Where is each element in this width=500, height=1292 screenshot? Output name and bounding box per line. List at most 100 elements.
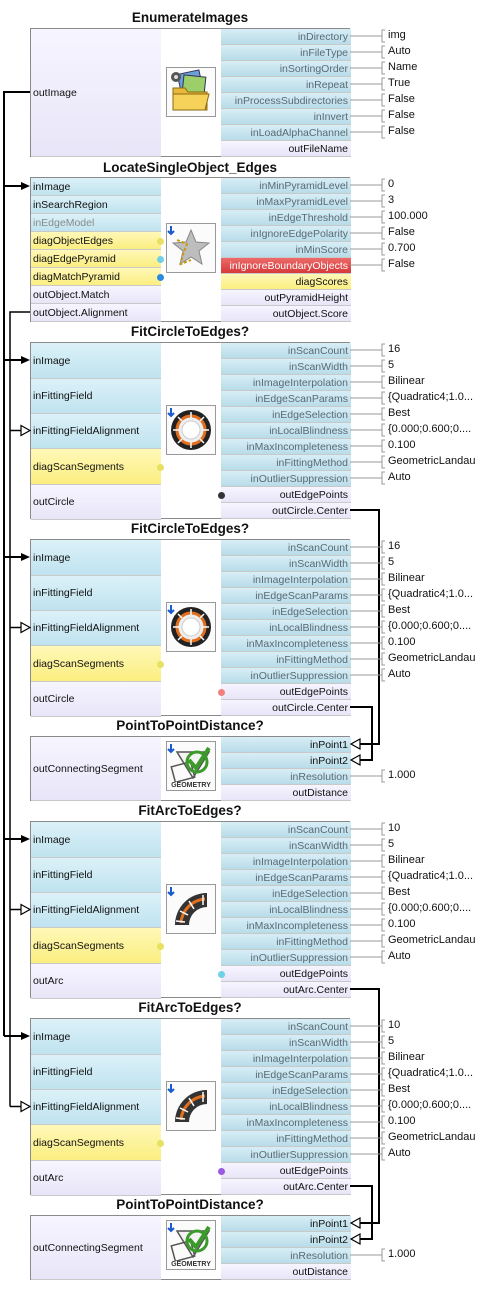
input-port-insearchregion[interactable]: inSearchRegion xyxy=(31,196,161,214)
input-port-inedgethreshold[interactable]: inEdgeThreshold xyxy=(221,210,351,226)
param-value[interactable]: 16 xyxy=(388,540,401,552)
param-value[interactable]: Auto xyxy=(388,950,411,962)
param-value[interactable]: 3 xyxy=(388,194,395,206)
param-value[interactable]: 5 xyxy=(388,359,395,371)
input-port-inminpyramidlevel[interactable]: inMinPyramidLevel xyxy=(221,178,351,194)
output-port-outdistance[interactable]: outDistance xyxy=(221,1264,351,1280)
input-port-infittingfield[interactable]: inFittingField xyxy=(31,858,161,893)
input-port-inimageinterpolation[interactable]: inImageInterpolation xyxy=(221,375,351,391)
param-value[interactable]: Bilinear xyxy=(388,572,425,584)
input-port-inignoreboundaryobjects[interactable]: inIgnoreBoundaryObjects xyxy=(221,258,351,274)
input-port-inimage[interactable]: inImage xyxy=(31,540,161,576)
input-port-inscanwidth[interactable]: inScanWidth xyxy=(221,359,351,375)
input-port-inimageinterpolation[interactable]: inImageInterpolation xyxy=(221,572,351,588)
param-value[interactable]: Auto xyxy=(388,1147,411,1159)
param-value[interactable]: 1.000 xyxy=(388,1248,416,1260)
input-port-diagedgepyramid[interactable]: diagEdgePyramid xyxy=(31,250,161,268)
param-value[interactable]: Bilinear xyxy=(388,375,425,387)
input-port-inmaxincompleteness[interactable]: inMaxIncompleteness xyxy=(221,1115,351,1131)
input-port-inoutliersuppression[interactable]: inOutlierSuppression xyxy=(221,950,351,966)
input-port-inimage[interactable]: inImage xyxy=(31,178,161,196)
param-value[interactable]: Best xyxy=(388,1083,411,1095)
param-value[interactable]: False xyxy=(388,109,415,121)
input-port-inscancount[interactable]: inScanCount xyxy=(221,822,351,838)
param-value[interactable]: 100.000 xyxy=(388,210,428,222)
output-port-outedgepoints[interactable]: outEdgePoints xyxy=(221,487,351,503)
input-port-inscanwidth[interactable]: inScanWidth xyxy=(221,556,351,572)
output-port-diagscores[interactable]: diagScores xyxy=(221,274,351,290)
param-value[interactable]: Auto xyxy=(388,45,411,57)
param-value[interactable]: False xyxy=(388,226,415,238)
output-port-outconnectingsegment[interactable]: outConnectingSegment xyxy=(31,1216,161,1280)
input-port-diagscansegments[interactable]: diagScanSegments xyxy=(31,646,161,682)
input-port-inoutliersuppression[interactable]: inOutlierSuppression xyxy=(221,1147,351,1163)
param-value[interactable]: 0 xyxy=(388,178,395,190)
param-value[interactable]: 0.700 xyxy=(388,242,416,254)
input-port-inedgeselection[interactable]: inEdgeSelection xyxy=(221,604,351,620)
input-port-inrepeat[interactable]: inRepeat xyxy=(221,77,351,93)
input-port-inpoint1[interactable]: inPoint1 xyxy=(221,1216,351,1232)
param-value[interactable]: 5 xyxy=(388,1035,395,1047)
input-port-inresolution[interactable]: inResolution xyxy=(221,1248,351,1264)
input-port-infiletype[interactable]: inFileType xyxy=(221,45,351,61)
param-value[interactable]: 5 xyxy=(388,556,395,568)
input-port-inlocalblindness[interactable]: inLocalBlindness xyxy=(221,620,351,636)
param-value[interactable]: 16 xyxy=(388,343,401,355)
input-port-inoutliersuppression[interactable]: inOutlierSuppression xyxy=(221,668,351,684)
input-port-inoutliersuppression[interactable]: inOutlierSuppression xyxy=(221,471,351,487)
param-value[interactable]: 0.100 xyxy=(388,918,416,930)
param-value[interactable]: GeometricLandau xyxy=(388,652,476,664)
input-port-inscancount[interactable]: inScanCount xyxy=(221,540,351,556)
param-value[interactable]: Bilinear xyxy=(388,854,425,866)
output-port-outcircle-center[interactable]: outCircle.Center xyxy=(221,700,351,716)
input-port-infittingmethod[interactable]: inFittingMethod xyxy=(221,652,351,668)
input-port-inpoint2[interactable]: inPoint2 xyxy=(221,753,351,769)
output-port-outarc[interactable]: outArc xyxy=(31,964,161,999)
param-value[interactable]: Best xyxy=(388,886,411,898)
param-value[interactable]: {0.000;0.600;0.... xyxy=(388,902,472,914)
input-port-inscancount[interactable]: inScanCount xyxy=(221,343,351,359)
param-value[interactable]: False xyxy=(388,125,415,137)
param-value[interactable]: 10 xyxy=(388,1019,401,1031)
param-value[interactable]: {0.000;0.600;0.... xyxy=(388,620,472,632)
output-port-outconnectingsegment[interactable]: outConnectingSegment xyxy=(31,737,161,801)
param-value[interactable]: 0.100 xyxy=(388,636,416,648)
input-port-inedgeselection[interactable]: inEdgeSelection xyxy=(221,1083,351,1099)
param-value[interactable]: Name xyxy=(388,61,418,73)
input-port-inedgescanparams[interactable]: inEdgeScanParams xyxy=(221,588,351,604)
input-port-inedgeselection[interactable]: inEdgeSelection xyxy=(221,407,351,423)
input-port-diagobjectedges[interactable]: diagObjectEdges xyxy=(31,232,161,250)
input-port-inminscore[interactable]: inMinScore xyxy=(221,242,351,258)
input-port-inimageinterpolation[interactable]: inImageInterpolation xyxy=(221,1051,351,1067)
param-value[interactable]: {Quadratic4;1.0... xyxy=(388,391,473,403)
input-port-inresolution[interactable]: inResolution xyxy=(221,769,351,785)
input-port-inedgescanparams[interactable]: inEdgeScanParams xyxy=(221,391,351,407)
input-port-infittingfieldalignment[interactable]: inFittingFieldAlignment xyxy=(31,893,161,928)
input-port-inscanwidth[interactable]: inScanWidth xyxy=(221,838,351,854)
output-port-outdistance[interactable]: outDistance xyxy=(221,785,351,801)
param-value[interactable]: 10 xyxy=(388,822,401,834)
param-value[interactable]: Bilinear xyxy=(388,1051,425,1063)
input-port-indirectory[interactable]: inDirectory xyxy=(221,29,351,45)
input-port-inprocesssubdirectories[interactable]: inProcessSubdirectories xyxy=(221,93,351,109)
output-port-outcircle[interactable]: outCircle xyxy=(31,485,161,520)
input-port-inscanwidth[interactable]: inScanWidth xyxy=(221,1035,351,1051)
input-port-diagscansegments[interactable]: diagScanSegments xyxy=(31,928,161,964)
input-port-inpoint2[interactable]: inPoint2 xyxy=(221,1232,351,1248)
output-port-outcircle[interactable]: outCircle xyxy=(31,682,161,717)
input-port-inimageinterpolation[interactable]: inImageInterpolation xyxy=(221,854,351,870)
output-port-outedgepoints[interactable]: outEdgePoints xyxy=(221,966,351,982)
input-port-inmaxincompleteness[interactable]: inMaxIncompleteness xyxy=(221,636,351,652)
param-value[interactable]: GeometricLandau xyxy=(388,1131,476,1143)
input-port-inignoreedgepolarity[interactable]: inIgnoreEdgePolarity xyxy=(221,226,351,242)
param-value[interactable]: 0.100 xyxy=(388,439,416,451)
input-port-inedgemodel[interactable]: inEdgeModel xyxy=(31,214,161,232)
input-port-diagscansegments[interactable]: diagScanSegments xyxy=(31,449,161,485)
